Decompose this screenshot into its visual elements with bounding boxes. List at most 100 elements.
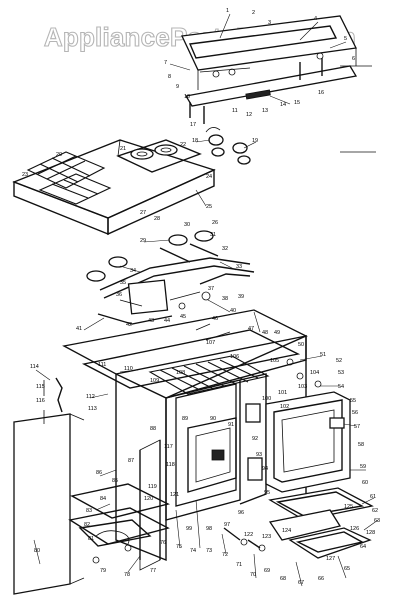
callout: 6	[352, 56, 355, 62]
callout: 127	[326, 556, 335, 562]
cooktop	[12, 139, 216, 236]
callout: 118	[166, 462, 175, 468]
callout: 56	[352, 410, 358, 416]
callout: 45	[180, 314, 186, 320]
backguard-panel	[181, 15, 376, 153]
leader-lines	[33, 13, 379, 587]
callout: 57	[354, 424, 360, 430]
base-frame	[43, 377, 171, 571]
callout: 69	[264, 568, 270, 574]
callout: 63	[374, 518, 380, 524]
callout: 12	[246, 112, 252, 118]
callout: 119	[148, 484, 157, 490]
callout: 96	[238, 510, 244, 516]
callout: 90	[210, 416, 216, 422]
callout: 8	[168, 74, 171, 80]
callout: 89	[182, 416, 188, 422]
callout: 80	[34, 548, 40, 554]
callout: 82	[84, 522, 90, 528]
callout: 30	[184, 222, 190, 228]
callout: 72	[222, 552, 228, 558]
callout: 40	[230, 308, 236, 314]
callout: 85	[112, 478, 118, 484]
callout: 55	[350, 398, 356, 404]
callout: 58	[358, 442, 364, 448]
callout: 74	[190, 548, 196, 554]
control-knobs	[205, 127, 251, 165]
callout: 99	[186, 526, 192, 532]
callout: 23	[22, 172, 28, 178]
callout: 67	[298, 580, 304, 586]
callout: 24	[206, 174, 212, 180]
callout: 38	[222, 296, 228, 302]
callout: 108	[176, 370, 185, 376]
callout: 68	[280, 576, 286, 582]
callout: 98	[206, 526, 212, 532]
callout: 76	[160, 540, 166, 546]
callout-labels: 1 2 3 4 5 6 7 8 9 10 11 12 13 14 15 16 1…	[22, 8, 380, 586]
callout: 2	[252, 10, 255, 16]
callout: 73	[206, 548, 212, 554]
callout: 117	[164, 444, 173, 450]
callout: 1	[226, 8, 229, 14]
callout: 51	[320, 352, 326, 358]
callout: 44	[164, 318, 170, 324]
callout: 103	[298, 384, 307, 390]
range-body	[62, 309, 308, 562]
callout: 26	[212, 220, 218, 226]
callout: 10	[184, 94, 190, 100]
callout: 27	[140, 210, 146, 216]
callout: 115	[36, 384, 45, 390]
callout: 13	[262, 108, 268, 114]
callout: 102	[280, 404, 289, 410]
callout: 81	[88, 536, 94, 542]
callout: 77	[150, 568, 156, 574]
callout: 36	[116, 292, 122, 298]
callout: 122	[244, 532, 253, 538]
callout: 49	[274, 330, 280, 336]
callout: 3	[268, 20, 271, 26]
callout: 111	[98, 362, 106, 368]
callout: 54	[338, 384, 344, 390]
callout: 109	[150, 378, 159, 384]
callout: 84	[100, 496, 106, 502]
callout: 17	[190, 122, 196, 128]
callout: 83	[86, 508, 92, 514]
callout: 126	[350, 526, 359, 532]
callout: 65	[344, 566, 350, 572]
callout: 41	[76, 326, 82, 332]
callout: 93	[256, 452, 262, 458]
callout: 128	[366, 530, 375, 536]
callout: 123	[262, 534, 271, 540]
callout: 5	[344, 36, 347, 42]
callout: 11	[232, 108, 238, 114]
callout: 35	[120, 280, 126, 286]
callout: 20	[56, 152, 62, 158]
callout: 87	[128, 458, 134, 464]
callout: 43	[148, 318, 154, 324]
callout: 62	[372, 508, 378, 514]
callout: 29	[140, 238, 146, 244]
callout: 104	[310, 370, 319, 376]
callout: 101	[278, 390, 287, 396]
callout: 15	[294, 100, 300, 106]
callout: 107	[206, 340, 215, 346]
callout: 33	[236, 264, 242, 270]
callout: 66	[318, 576, 324, 582]
callout: 70	[250, 572, 256, 578]
callout: 91	[228, 422, 234, 428]
hardware	[92, 323, 322, 564]
callout: 75	[176, 544, 182, 550]
callout: 31	[210, 232, 216, 238]
callout: 50	[298, 342, 304, 348]
callout: 19	[252, 138, 258, 144]
callout: 18	[192, 138, 198, 144]
callout: 42	[126, 322, 132, 328]
callout: 105	[270, 358, 279, 364]
callout: 48	[262, 330, 268, 336]
callout: 71	[236, 562, 242, 568]
callout: 113	[88, 406, 97, 412]
callout: 110	[124, 366, 133, 372]
callout: 9	[176, 84, 179, 90]
oven-door	[265, 391, 351, 493]
